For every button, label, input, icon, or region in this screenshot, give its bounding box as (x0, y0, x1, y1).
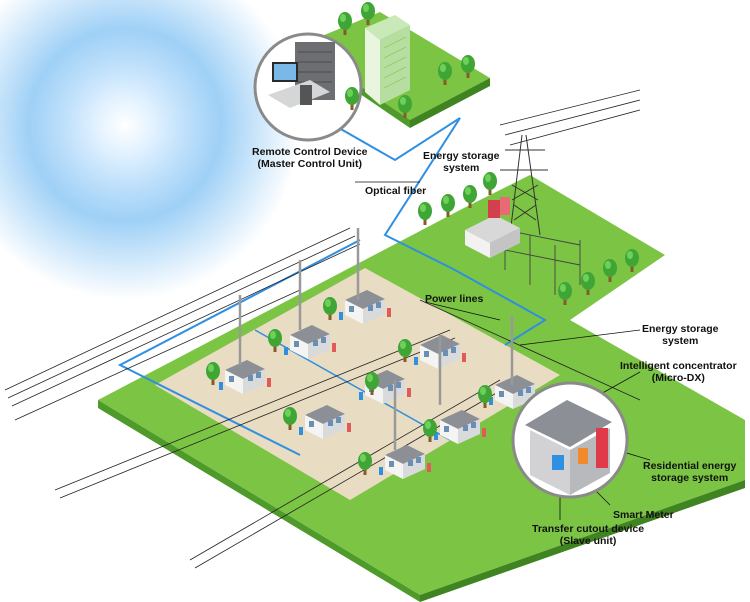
transfer-cutout-line2: (Slave unit) (559, 535, 617, 547)
transmission-tower (500, 134, 548, 236)
optical-fiber-label: Optical fiber (365, 185, 427, 197)
energy-storage-right-label: Energy storage system (642, 323, 718, 347)
residential-ground (155, 268, 560, 500)
intelligent-concentrator-line2: (Micro-DX) (651, 372, 705, 384)
optical-fiber-line (324, 117, 547, 346)
remote-control-line1: Remote Control Device (252, 146, 368, 158)
energy-storage-unit-top (488, 197, 510, 218)
utility-poles (238, 228, 514, 450)
residential-storage-line1: Residential energy (643, 460, 737, 472)
transfer-cutout-label: Transfer cutout device (Slave unit) (532, 523, 644, 547)
remote-control-line2: (Master Control Unit) (257, 158, 362, 170)
energy-storage-top-label: Energy storage system (423, 150, 499, 174)
power-lines-label: Power lines (425, 293, 484, 305)
intelligent-concentrator-label: Intelligent concentrator (Micro-DX) (620, 360, 737, 384)
remote-control-label: Remote Control Device (Master Control Un… (252, 146, 368, 170)
substation-building (465, 215, 520, 258)
residential-detail-magnifier (511, 381, 629, 499)
residential-storage-label: Residential energy storage system (643, 460, 736, 484)
energy-storage-top-line2: system (443, 162, 480, 174)
energy-storage-right-line2: system (662, 335, 699, 347)
intelligent-concentrator-line1: Intelligent concentrator (620, 360, 737, 372)
office-building (365, 15, 410, 105)
power-lines (4, 89, 641, 569)
smart-meter-label: Smart Meter (613, 509, 674, 521)
remote-control-device (253, 32, 363, 142)
energy-storage-right-line1: Energy storage (642, 323, 719, 335)
energy-storage-top-line1: Energy storage (423, 150, 500, 162)
residential-storage-line2: storage system (651, 472, 729, 484)
transfer-cutout-line1: Transfer cutout device (532, 523, 645, 535)
sun-glow (0, 0, 300, 300)
